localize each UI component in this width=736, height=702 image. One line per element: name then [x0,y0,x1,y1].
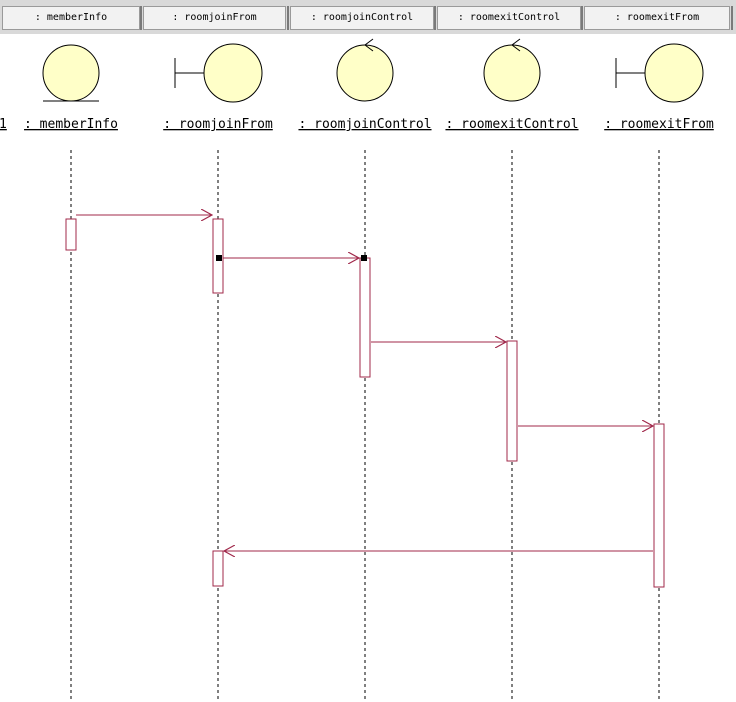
activation-bar[interactable] [65,218,77,251]
left-edge-fragment: 1 [0,117,7,132]
column-divider[interactable] [731,6,733,30]
column-header-bar: : memberInfo : roomjoinFrom : roomjoinCo… [0,0,736,34]
entity-icon[interactable] [42,44,100,102]
column-divider[interactable] [140,6,142,30]
column-header-roomexitfrom[interactable]: : roomexitFrom [584,6,730,30]
control-icon[interactable] [483,38,541,102]
activation-bar[interactable] [212,550,224,587]
object-label-roomjoincontrol[interactable]: : roomjoinControl [298,117,431,132]
column-divider[interactable] [581,6,583,30]
column-header-roomjoinfrom[interactable]: : roomjoinFrom [143,6,286,30]
column-header-roomjoincontrol[interactable]: : roomjoinControl [290,6,434,30]
column-header-memberinfo[interactable]: : memberInfo [2,6,140,30]
object-label-roomexitfrom[interactable]: : roomexitFrom [604,117,714,132]
activation-bar[interactable] [359,257,371,378]
selection-handle[interactable] [216,255,222,261]
activation-bar[interactable] [653,423,665,588]
object-label-roomjoinfrom[interactable]: : roomjoinFrom [163,117,273,132]
object-label-roomexitcontrol[interactable]: : roomexitControl [445,117,578,132]
object-label-memberinfo[interactable]: : memberInfo [24,117,118,132]
column-divider[interactable] [434,6,436,30]
activation-bar[interactable] [506,340,518,462]
boundary-icon[interactable] [615,43,704,103]
control-icon[interactable] [336,38,394,102]
column-divider[interactable] [287,6,289,30]
boundary-icon[interactable] [174,43,263,103]
column-header-roomexitcontrol[interactable]: : roomexitControl [437,6,581,30]
selection-handle[interactable] [361,255,367,261]
